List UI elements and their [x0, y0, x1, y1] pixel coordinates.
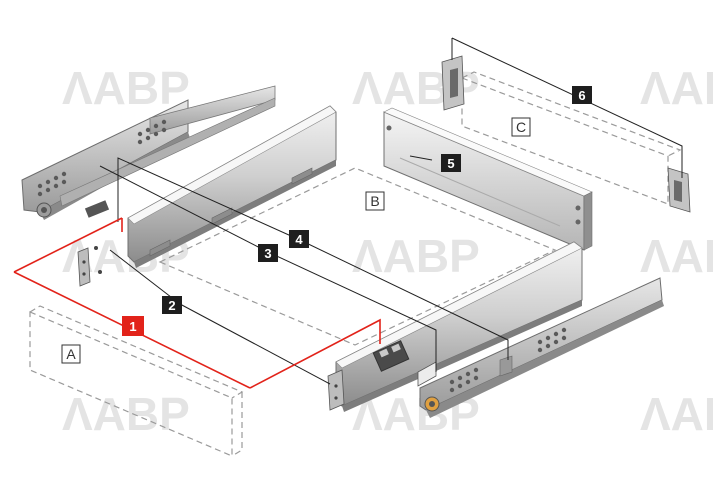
watermark: ΛABP	[640, 388, 713, 440]
watermark: ΛABP	[62, 62, 190, 114]
callout-2: 2	[162, 296, 182, 314]
callout-5-label: 5	[447, 156, 454, 171]
part-label-c: C	[511, 117, 531, 137]
callout-1: 1	[122, 316, 144, 336]
part-label-b: B	[365, 191, 385, 211]
watermark: ΛABP	[352, 230, 480, 282]
back-panel	[383, 107, 593, 251]
part-label-b-text: B	[370, 193, 379, 209]
callout-6: 6	[572, 86, 592, 104]
callout-5: 5	[441, 154, 461, 172]
callout-6-label: 6	[578, 88, 585, 103]
callout-3: 3	[258, 244, 278, 262]
front-bracket-right	[327, 369, 345, 411]
watermark: ΛABP	[62, 388, 190, 440]
callout-2-label: 2	[168, 298, 175, 313]
callout-1-label: 1	[129, 319, 136, 334]
drawer-bottom-dashed	[158, 167, 557, 346]
part-label-a: A	[61, 344, 81, 364]
callout-4: 4	[289, 230, 309, 248]
callout-3-label: 3	[264, 246, 271, 261]
back-panel-dashed	[461, 71, 682, 205]
cover-cap-right	[417, 361, 437, 387]
part-label-a-text: A	[66, 346, 76, 362]
right-side-panel	[335, 241, 583, 412]
leader-lines	[99, 37, 683, 385]
back-bracket-top	[441, 55, 465, 111]
watermark: ΛABP	[640, 230, 713, 282]
callout-4-label: 4	[295, 232, 303, 247]
front-panel-dashed	[29, 305, 244, 457]
part-label-c-text: C	[516, 119, 526, 135]
left-runner	[21, 85, 276, 220]
right-runner	[419, 277, 664, 418]
watermark: ΛABP	[640, 62, 713, 114]
front-bracket-left	[77, 247, 91, 287]
back-bracket-bottom	[667, 167, 691, 213]
left-side-panel	[127, 105, 337, 268]
screw-pair	[94, 246, 102, 274]
